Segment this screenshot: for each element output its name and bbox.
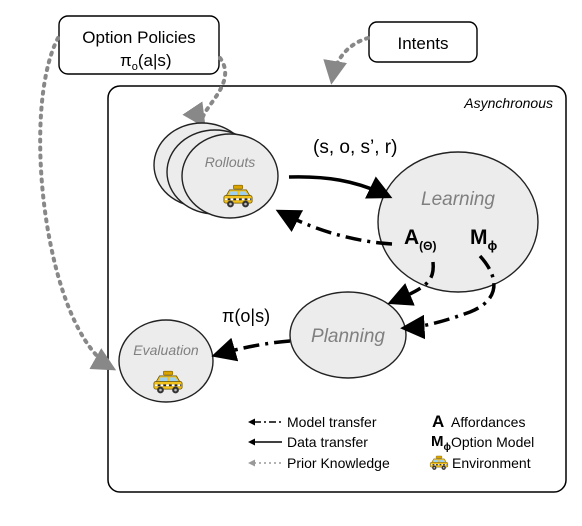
legend-environment: Environment: [429, 455, 531, 471]
legend-option-model-label: Option Model: [451, 434, 534, 450]
legend-option-model: Mϕ Option Model: [431, 433, 534, 453]
legend-data-transfer-label: Data transfer: [287, 434, 368, 450]
model-transfer-arrows: [211, 209, 496, 362]
legend-model-transfer-label: Model transfer: [287, 414, 377, 430]
option-policies-formula: πo(a|s): [120, 51, 172, 73]
legend-affordances-symbol: A: [432, 412, 444, 431]
intents-box: Intents: [368, 21, 478, 63]
option-policies-label: Option Policies: [82, 28, 195, 47]
rollouts-node: Rollouts: [153, 122, 279, 219]
legend-affordances-label: Affordances: [451, 414, 525, 430]
legend-prior-knowledge-label: Prior Knowledge: [287, 455, 390, 471]
learning-node: Learning A(Θ) Mϕ: [377, 151, 539, 293]
evaluation-node: Evaluation: [118, 319, 214, 403]
option-policies-box: Option Policies πo(a|s): [58, 15, 220, 75]
intents-to-frame-arrow: [323, 36, 370, 85]
legend-affordances: A Affordances: [432, 412, 525, 431]
legend-data-transfer: Data transfer: [248, 434, 368, 450]
policy-label: π(o|s): [222, 306, 270, 326]
option-policies-to-evaluation-arrow: [38, 36, 117, 371]
legend-environment-label: Environment: [452, 455, 531, 471]
planning-to-evaluation-arrow: [211, 337, 291, 362]
legend-option-model-symbol: Mϕ: [431, 433, 452, 453]
learning-to-rollouts-arrow: [275, 209, 393, 246]
evaluation-label: Evaluation: [133, 342, 199, 358]
asynchronous-label: Asynchronous: [463, 95, 553, 111]
option-policies-to-rollouts-arrow: [182, 56, 228, 129]
transition-tuple-label: (s, o, s’, r): [313, 137, 397, 158]
planning-node: Planning: [289, 291, 407, 379]
rollouts-to-learning-arrow: [288, 175, 393, 199]
legend-model-transfer: Model transfer: [248, 414, 377, 430]
option-model-to-planning-arrow: [400, 254, 496, 340]
planning-label: Planning: [311, 326, 385, 347]
legend-prior-knowledge: Prior Knowledge: [248, 455, 390, 471]
option-model-symbol: Mϕ: [470, 226, 498, 253]
legend: Model transfer Data transfer Prior Knowl…: [248, 412, 534, 471]
intents-label: Intents: [397, 34, 448, 53]
learning-label: Learning: [421, 189, 495, 210]
affordance-symbol: A(Θ): [404, 226, 437, 253]
prior-knowledge-arrows: [38, 36, 370, 371]
rollouts-label: Rollouts: [205, 154, 256, 170]
affordance-to-planning-arrow: [387, 261, 435, 306]
